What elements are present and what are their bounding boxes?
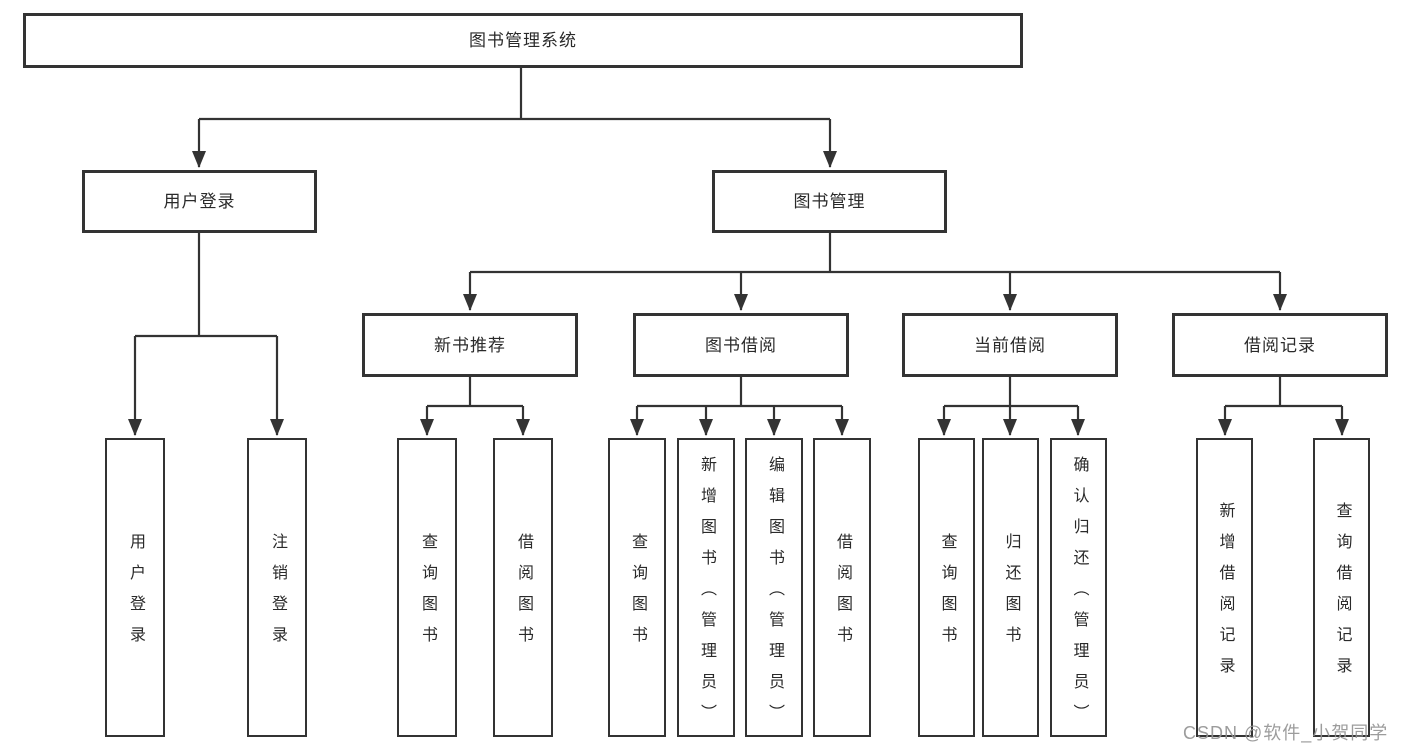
leaf-borrow-books-recommend-label: 借阅图书 (515, 533, 532, 657)
watermark: CSDN @软件_小贺同学 (1183, 723, 1389, 743)
node-current-borrowing: 当前借阅 (902, 313, 1118, 377)
leaf-query-borrow-record-label: 查询借阅记录 (1333, 502, 1351, 688)
leaf-borrow-books-recommend: 借阅图书 (493, 438, 553, 737)
leaf-add-borrow-record: 新增借阅记录 (1196, 438, 1253, 737)
leaf-user-login-label: 用户登录 (127, 533, 144, 657)
leaf-return-books-label: 归还图书 (1002, 533, 1020, 657)
leaf-add-books-admin: 新增图书（管理员） (677, 438, 735, 737)
leaf-logout-label: 注销登录 (269, 533, 286, 657)
leaf-logout: 注销登录 (247, 438, 307, 737)
leaf-query-books-current: 查询图书 (918, 438, 975, 737)
leaf-query-books-recommend: 查询图书 (397, 438, 457, 737)
node-root: 图书管理系统 (23, 13, 1023, 68)
leaf-add-books-admin-label: 新增图书（管理员） (698, 455, 715, 735)
leaf-borrow-books-label: 借阅图书 (834, 533, 851, 657)
node-book-management: 图书管理 (712, 170, 947, 233)
leaf-borrow-books: 借阅图书 (813, 438, 871, 737)
leaf-add-borrow-record-label: 新增借阅记录 (1216, 502, 1234, 688)
leaf-query-borrow-record: 查询借阅记录 (1313, 438, 1370, 737)
node-book-borrowing: 图书借阅 (633, 313, 849, 377)
leaf-confirm-return-admin: 确认归还（管理员） (1050, 438, 1107, 737)
leaf-return-books: 归还图书 (982, 438, 1039, 737)
node-borrowing-records: 借阅记录 (1172, 313, 1388, 377)
leaf-query-books-borrowing: 查询图书 (608, 438, 666, 737)
leaf-query-books-current-label: 查询图书 (938, 533, 956, 657)
leaf-user-login: 用户登录 (105, 438, 165, 737)
leaf-edit-books-admin-label: 编辑图书（管理员） (766, 455, 783, 735)
leaf-edit-books-admin: 编辑图书（管理员） (745, 438, 803, 737)
leaf-query-books-borrowing-label: 查询图书 (629, 533, 646, 657)
leaf-confirm-return-admin-label: 确认归还（管理员） (1070, 455, 1088, 735)
leaf-query-books-recommend-label: 查询图书 (419, 533, 436, 657)
node-new-book-recommend: 新书推荐 (362, 313, 578, 377)
node-user-login: 用户登录 (82, 170, 317, 233)
